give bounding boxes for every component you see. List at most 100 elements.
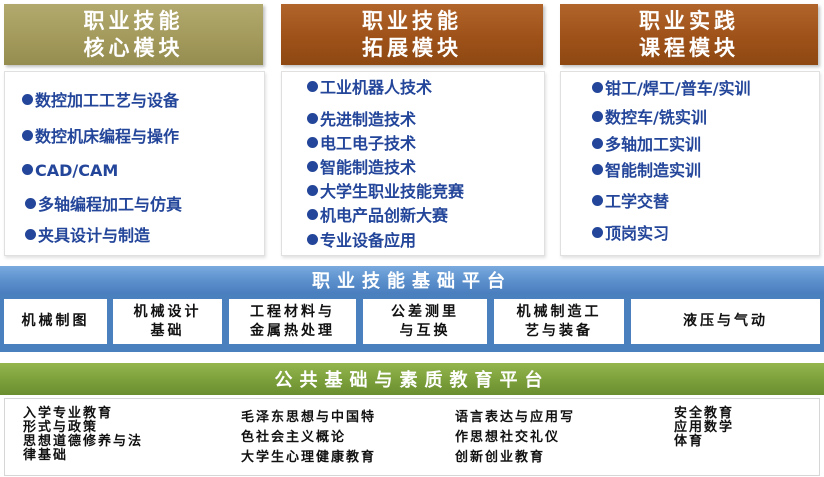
- bullet-icon: [307, 113, 318, 124]
- list-item: 电工电子技术: [307, 134, 416, 154]
- list-item-label: 数控加工工艺与设备: [35, 91, 180, 110]
- list-item: 夹具设计与制造: [25, 226, 150, 246]
- public-course-line: 创新创业教育: [455, 450, 546, 465]
- list-item: 数控加工工艺与设备: [22, 91, 179, 111]
- extension-module-list: 工业机器人技术 先进制造技术 电工电子技术 智能制造技术 大学生职业技能竞赛 机…: [281, 71, 545, 256]
- list-item: 智能制造技术: [307, 158, 416, 178]
- public-course-line: 思想道德修养与法: [23, 434, 144, 449]
- list-item: 工学交替: [592, 192, 669, 212]
- public-course-line: 入学专业教育: [23, 406, 114, 421]
- core-module-title-line2: 核心模块: [83, 35, 184, 60]
- public-course-line: 作思想社交礼仪: [455, 430, 561, 445]
- list-item-label: 大学生职业技能竞赛: [320, 182, 465, 201]
- practice-module-list: 钳工/焊工/普车/实训 数控车/铣实训 多轴加工实训 智能制造实训 工学交替 顶…: [560, 71, 820, 256]
- list-item-label: CAD/CAM: [35, 161, 119, 180]
- list-item-label: 智能制造实训: [605, 161, 702, 180]
- public-platform-title-bar: 公共基础与素质教育平台: [0, 363, 824, 395]
- public-course-line: 应用数学: [674, 420, 735, 435]
- extension-module-title-line1: 职业技能: [362, 8, 462, 33]
- public-course-line: 律基础: [23, 448, 69, 463]
- list-item: 专业设备应用: [307, 231, 416, 251]
- extension-module-title-line2: 拓展模块: [362, 35, 462, 60]
- bullet-icon: [307, 234, 318, 245]
- list-item: 顶岗实习: [592, 224, 669, 244]
- bullet-icon: [592, 82, 603, 93]
- list-item: 多轴加工实训: [592, 135, 701, 155]
- list-item: 钳工/焊工/普车/实训: [592, 79, 751, 99]
- platform-course-cell: 工程材料与 金属热处理: [229, 299, 356, 344]
- course-name-line2: 与互换: [399, 322, 451, 339]
- extension-module-header: 职业技能 拓展模块: [281, 4, 543, 65]
- course-name-line1: 液压与气动: [683, 313, 768, 329]
- bullet-icon: [592, 195, 603, 206]
- bullet-icon: [307, 81, 318, 92]
- platform-title: 职业技能基础平台: [312, 271, 512, 292]
- bullet-icon: [307, 185, 318, 196]
- practice-module-title-line1: 职业实践: [639, 8, 739, 33]
- platform-course-cell: 液压与气动: [631, 299, 820, 344]
- list-item-label: 先进制造技术: [320, 110, 417, 129]
- bullet-icon: [25, 198, 36, 209]
- list-item-label: 夹具设计与制造: [38, 226, 151, 245]
- list-item-label: 智能制造技术: [320, 158, 417, 177]
- list-item: 大学生职业技能竞赛: [307, 182, 464, 202]
- public-course-list: 入学专业教育 形式与政策 思想道德修养与法 律基础 毛泽东思想与中国特 色社会主…: [4, 398, 820, 476]
- course-name-line1: 工程材料与: [250, 303, 335, 320]
- course-name-line1: 机械制图: [21, 313, 90, 329]
- public-course-line: 安全教育: [674, 406, 735, 421]
- list-item: 数控机床编程与操作: [22, 127, 179, 147]
- platform-course-cell: 机械制图: [4, 299, 107, 344]
- bullet-icon: [22, 94, 33, 105]
- practice-module-title-line2: 课程模块: [639, 35, 739, 60]
- list-item: CAD/CAM: [22, 161, 118, 181]
- practice-module-header: 职业实践 课程模块: [560, 4, 818, 65]
- public-course-line: 语言表达与应用写: [455, 410, 576, 425]
- list-item-label: 钳工/焊工/普车/实训: [605, 79, 751, 98]
- bullet-icon: [592, 164, 603, 175]
- bullet-icon: [592, 227, 603, 238]
- list-item-label: 多轴编程加工与仿真: [38, 195, 183, 214]
- list-item-label: 数控车/铣实训: [605, 108, 707, 127]
- list-item-label: 专业设备应用: [320, 231, 417, 250]
- list-item-label: 多轴加工实训: [605, 135, 702, 154]
- public-course-line: 体育: [674, 434, 705, 449]
- list-item: 多轴编程加工与仿真: [25, 195, 182, 215]
- list-item: 数控车/铣实训: [592, 108, 707, 128]
- bullet-icon: [307, 161, 318, 172]
- course-name-line1: 机械设计: [133, 303, 202, 320]
- list-item-label: 机电产品创新大赛: [320, 206, 449, 225]
- bullet-icon: [592, 138, 603, 149]
- core-module-title-line1: 职业技能: [83, 8, 184, 33]
- course-name-line1: 机械制造工: [516, 303, 602, 320]
- list-item-label: 工学交替: [605, 192, 670, 211]
- public-course-line: 色社会主义概论: [241, 430, 347, 445]
- course-name-line2: 艺与装备: [525, 322, 593, 339]
- list-item-label: 电工电子技术: [320, 134, 417, 153]
- list-item: 先进制造技术: [307, 110, 416, 130]
- platform-course-cell: 机械制造工 艺与装备: [494, 299, 624, 344]
- public-course-line: 大学生心理健康教育: [241, 450, 377, 465]
- bullet-icon: [307, 209, 318, 220]
- list-item-label: 工业机器人技术: [320, 78, 433, 97]
- course-name-line2: 基础: [150, 322, 185, 339]
- bullet-icon: [592, 111, 603, 122]
- platform-course-cell: 机械设计 基础: [113, 299, 222, 344]
- platform-course-cell: 公差测里 与互换: [363, 299, 487, 344]
- bullet-icon: [307, 137, 318, 148]
- bullet-icon: [22, 164, 33, 175]
- public-platform-title: 公共基础与素质教育平台: [274, 370, 550, 391]
- list-item: 工业机器人技术: [307, 78, 432, 98]
- list-item: 机电产品创新大赛: [307, 206, 448, 226]
- core-module-list: 数控加工工艺与设备 数控机床编程与操作 CAD/CAM 多轴编程加工与仿真 夹具…: [4, 71, 265, 256]
- platform-title-bar: 职业技能基础平台: [0, 266, 824, 294]
- list-item-label: 顶岗实习: [605, 224, 670, 243]
- bullet-icon: [25, 229, 36, 240]
- course-name-line2: 金属热处理: [250, 322, 335, 339]
- public-course-line: 毛泽东思想与中国特: [241, 410, 377, 425]
- bullet-icon: [22, 130, 33, 141]
- public-course-line: 形式与政策: [23, 420, 99, 435]
- platform-course-row: 机械制图 机械设计 基础 工程材料与 金属热处理 公差测里 与互换 机械制造工 …: [0, 294, 824, 352]
- list-item-label: 数控机床编程与操作: [35, 127, 180, 146]
- course-name-line1: 公差测里: [391, 303, 459, 320]
- core-module-header: 职业技能 核心模块: [4, 4, 263, 65]
